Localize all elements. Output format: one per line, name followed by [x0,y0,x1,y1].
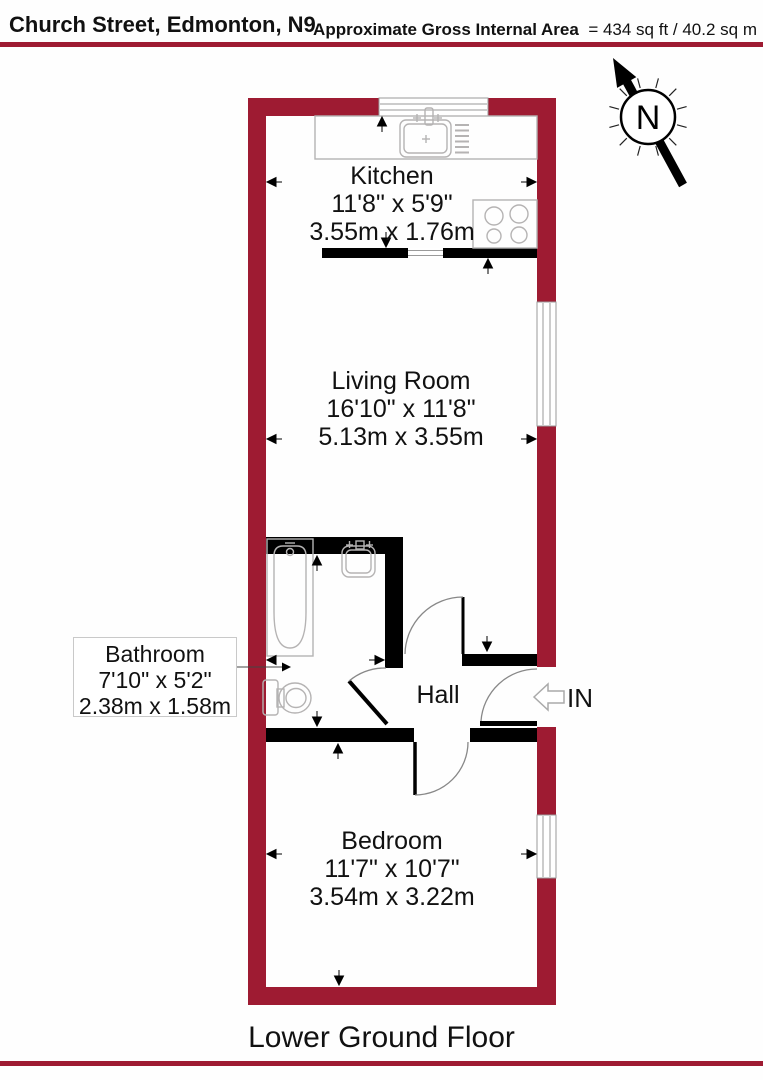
kitchen-counter-icon [314,115,538,160]
entrance-door-icon [480,668,538,726]
bedroom-window-icon [536,814,557,879]
entrance-in-label: IN [567,683,593,713]
toilet-icon [262,679,312,716]
footer-rule [0,1061,763,1066]
kitchen-sink-icon [399,107,452,158]
bedroom-label: Bedroom 11'7" x 10'7" 3.54m x 3.22m [309,827,474,911]
interior-walls [266,248,537,742]
bathroom-size-imperial: 7'10" x 5'2" [98,667,212,693]
bathtub-icon [266,538,314,657]
living-room-window-icon [536,301,557,427]
compass-north-label: N [636,99,661,137]
bathroom-name: Bathroom [105,641,205,667]
area-label: Approximate Gross Internal Area [313,20,579,39]
page-title: Church Street, Edmonton, N9 [9,12,316,37]
hall-name: Hall [416,681,460,709]
kitchen-size-metric: 3.55m x 1.76m [309,218,475,246]
hall-label: Hall [416,681,459,709]
north-compass-icon: N [609,58,687,188]
dish-rack-icon [455,124,469,154]
living-room-name: Living Room [331,367,471,395]
header-rule [0,42,763,47]
gross-internal-area: Approximate Gross Internal Area = 434 sq… [313,20,757,40]
bedroom-door-icon [413,741,469,796]
kitchen-size-imperial: 11'8" x 5'9" [331,190,453,218]
stove-icon [472,199,538,249]
living-room-door-icon [404,596,465,655]
basin-icon [341,540,376,578]
kitchen-name: Kitchen [350,162,434,190]
living-room-size-metric: 5.13m x 3.55m [318,423,484,451]
bedroom-name: Bedroom [341,827,443,855]
bathroom-leader-line [236,662,291,672]
bathroom-size-metric: 2.38m x 1.58m [78,693,232,719]
dimension-arrows [265,115,538,987]
bathroom-door-icon [347,667,389,726]
living-room-size-imperial: 16'10" x 11'8" [326,395,476,423]
bedroom-size-metric: 3.54m x 3.22m [309,883,475,911]
entrance-in-arrow-icon [532,682,565,712]
area-value-text: = 434 sq ft / 40.2 sq m [588,20,757,39]
kitchen-serving-window-icon [408,248,443,258]
bathroom-label: Bathroom 7'10" x 5'2" 2.38m x 1.58m [73,637,237,719]
kitchen-label: Kitchen 11'8" x 5'9" 3.55m x 1.76m [309,162,474,246]
bedroom-size-imperial: 11'7" x 10'7" [324,855,460,883]
living-room-label: Living Room 16'10" x 11'8" 5.13m x 3.55m [318,367,483,451]
floor-title: Lower Ground Floor [248,1021,515,1054]
